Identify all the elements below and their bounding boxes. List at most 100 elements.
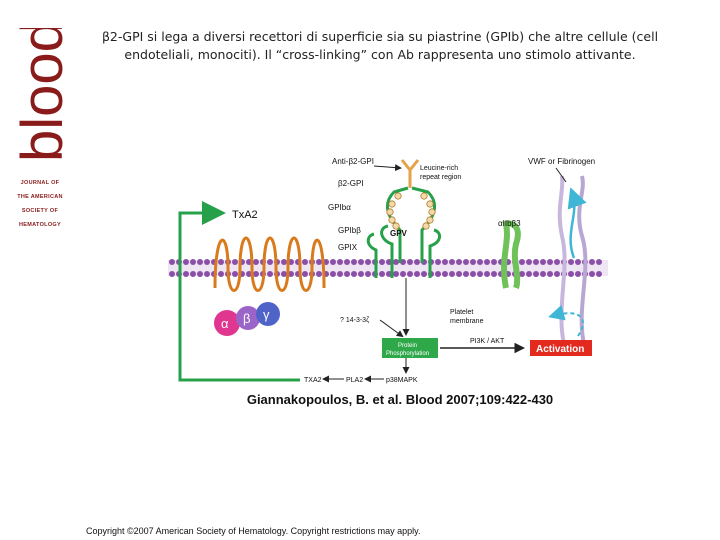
membrane-bead [533,271,539,277]
membrane-bead [351,259,357,265]
anti-b2gpi-antibody [400,159,420,188]
membrane-bead [477,259,483,265]
membrane-bead [253,259,259,265]
membrane-bead [477,271,483,277]
membrane-bead [533,259,539,265]
copyright-notice: Copyright ©2007 American Society of Hema… [86,526,421,536]
membrane-bead [330,271,336,277]
beta-label: β [243,311,250,326]
gamma-label: γ [263,307,270,322]
membrane-bead [316,271,322,277]
pi3k-label: PI3K / AKT [470,338,505,345]
membrane-bead [442,259,448,265]
membrane-bead [281,271,287,277]
gpv-receptor [380,224,394,278]
leucine-rich-repeats [386,192,436,230]
membrane-bead [589,259,595,265]
activation-feedback-arrow [548,305,584,337]
platelet-label-2: membrane [450,318,484,325]
membrane-bead [491,271,497,277]
membrane-bead [554,259,560,265]
membrane-bead [218,271,224,277]
receptor-diagram: TxA2 α β γ Anti-β2-GPI β2-GPI Leucine-ri… [168,157,608,384]
membrane-bead [547,259,553,265]
txa2-top-label: TxA2 [232,209,258,221]
journal-line: THE AMERICAN [17,194,63,200]
membrane-bead [400,271,406,277]
membrane-bead [442,271,448,277]
membrane-bead [302,271,308,277]
gpibb-label: GPIbβ [338,226,361,235]
membrane-bead [568,259,574,265]
journal-line: HEMATOLOGY [19,222,61,228]
leucine-repeat-bead [394,192,402,200]
gpv-label: GPV [390,229,408,238]
membrane-bead [596,259,602,265]
leucine-repeat-bead [388,216,396,224]
leucine-repeat-bead [392,222,400,230]
membrane-bead [337,259,343,265]
membrane-bead [344,271,350,277]
membrane-bead [246,271,252,277]
membrane-bead [204,259,210,265]
g-beta-subunit [236,306,260,330]
vwf-pointer [555,167,567,183]
membrane-bead [183,259,189,265]
anti-b2gpi-pointer [373,164,402,172]
membrane-bead [484,271,490,277]
repeat-label: repeat region [420,174,461,181]
membrane-bead [589,271,595,277]
membrane-bead [449,259,455,265]
journal-name: JOURNAL OF THE AMERICAN SOCIETY OF HEMAT… [2,176,78,232]
gpiba-label: GPIbα [328,203,351,212]
membrane-bead [316,259,322,265]
membrane-bead [337,271,343,277]
leucine-repeat-bead [422,222,430,230]
membrane-bead [218,259,224,265]
membrane-bead [575,271,581,277]
leucine-repeat-bead [426,200,434,208]
logo-text: blood [10,28,75,162]
g-gamma-subunit [256,302,280,326]
membrane-bead [519,271,525,277]
membrane-bead [554,271,560,277]
membrane-bead [351,271,357,277]
membrane-bead [169,271,175,277]
membrane-bead [358,271,364,277]
journal-line: JOURNAL OF [20,180,60,186]
vwf-label: VWF or Fibrinogen [528,157,595,166]
membrane-bead [183,271,189,277]
platelet-label-1: Platelet [450,309,473,316]
protein-label-2: Phosphorylation [386,351,429,357]
membrane-bead [540,271,546,277]
membrane-bead [414,259,420,265]
membrane-bead [470,259,476,265]
leucine-label: Leucine-rich [420,165,458,172]
membrane-bead [526,259,532,265]
membrane-bead [547,271,553,277]
b2gpi-label: β2-GPI [338,179,364,188]
membrane-bead [204,271,210,277]
alpha-label: α [221,316,229,331]
membrane-bead [407,259,413,265]
blood-logo: blood [10,28,75,162]
membrane-bead [540,259,546,265]
membrane-bead [526,271,532,277]
membrane-bead [288,271,294,277]
membrane-bead [519,259,525,265]
membrane-bead [575,259,581,265]
leucine-repeat-bead [420,192,428,200]
pla2-label: PLA2 [346,377,363,384]
protein-phosphorylation-box [382,338,438,358]
membrane-bead [407,271,413,277]
gpib-beta-receptor [366,232,378,278]
membrane-bead [330,259,336,265]
leucine-repeat-bead [388,200,396,208]
journal-line: SOCIETY OF [21,208,59,214]
14-3-3-label: ? 14-3-3ζ [340,317,369,324]
membrane-bead [190,271,196,277]
journal-sidebar: blood JOURNAL OF THE AMERICAN SOCIETY OF… [0,0,80,262]
membrane-bead [393,259,399,265]
membrane-bead [456,259,462,265]
citation: Giannakopoulos, B. et al. Blood 2007;109… [246,392,554,407]
